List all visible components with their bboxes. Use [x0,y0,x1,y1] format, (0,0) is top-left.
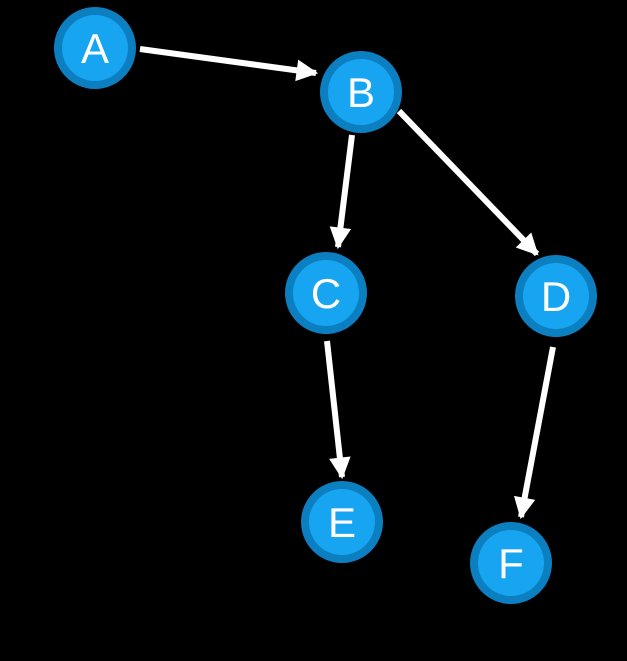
node-inner-circle [328,59,394,125]
node-inner-circle [309,489,375,555]
node-inner-circle [62,15,128,81]
graph-node[interactable]: C [285,252,367,334]
graph-edge-a-b [139,46,319,82]
graph-node[interactable]: D [515,255,597,337]
graph-node[interactable]: E [301,481,383,563]
node-inner-circle [478,530,544,596]
graph-edge-b-d [396,108,540,257]
graph-edge-c-e [324,340,351,480]
graph-edge-b-c [329,134,355,250]
node-inner-circle [293,260,359,326]
graph-node[interactable]: A [54,7,136,89]
graph-node[interactable]: F [470,522,552,604]
edges-layer [139,46,556,520]
graph-node[interactable]: B [320,51,402,133]
graph-edge-d-f [513,346,556,520]
node-inner-circle [523,263,589,329]
nodes-layer: A B C D E F [54,7,597,604]
